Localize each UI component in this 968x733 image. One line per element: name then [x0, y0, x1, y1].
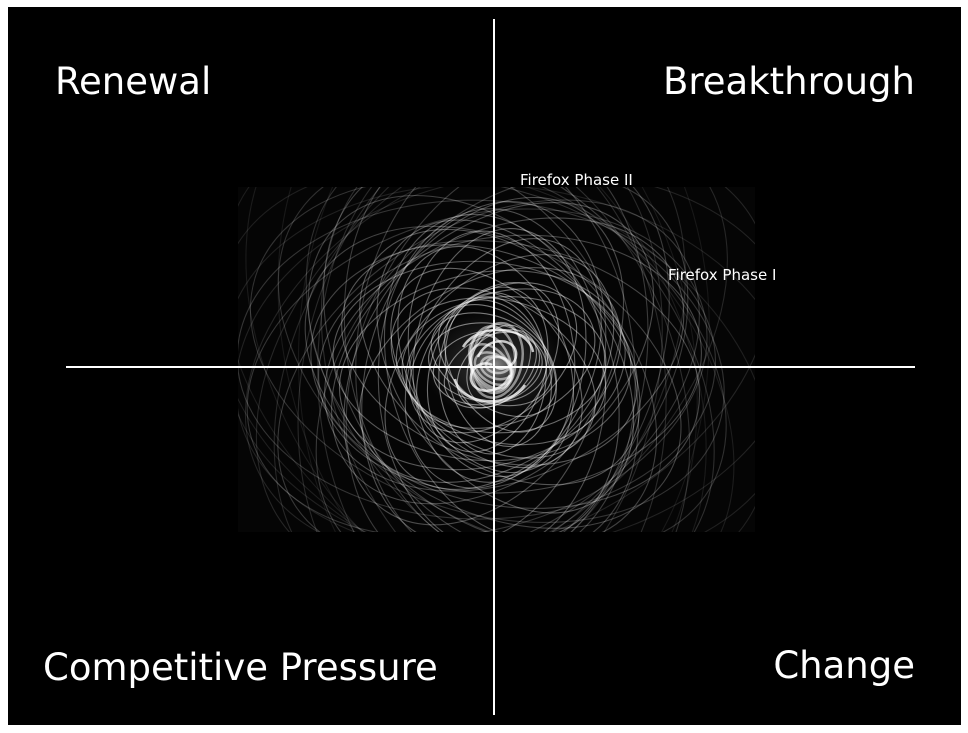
swirl-ring: [307, 194, 658, 532]
swirl-ring: [343, 187, 636, 532]
swirl-ring: [305, 187, 715, 532]
quadrant-label-change: Change: [773, 644, 915, 687]
slide-canvas: Renewal Breakthrough Competitive Pressur…: [8, 7, 961, 725]
swirl-ring: [355, 187, 649, 532]
swirl-ring: [277, 199, 700, 532]
annotation-firefox-phase-2: Firefox Phase II: [520, 171, 633, 189]
swirl-ring: [383, 213, 620, 532]
swirl-ring: [384, 254, 615, 490]
swirl-ring: [238, 187, 735, 532]
swirl-ring: [310, 240, 701, 509]
swirl-ring: [390, 267, 583, 469]
quadrant-diagram: [66, 19, 915, 715]
swirl-ring: [376, 219, 635, 514]
swirl-ring: [331, 202, 655, 505]
swirl-ring: [246, 208, 708, 532]
swirl-ring: [404, 238, 602, 489]
swirl-ring: [341, 244, 638, 466]
swirl-ring: [238, 187, 755, 532]
swirl-ring: [401, 296, 607, 434]
swirl-ring: [304, 225, 682, 529]
quadrant-label-competitive-pressure: Competitive Pressure: [43, 646, 438, 689]
swirl-ring: [323, 187, 639, 532]
swirl-ring: [238, 187, 755, 532]
swirl-ring: [273, 187, 686, 532]
swirl-ring: [318, 234, 702, 494]
swirl-ring: [297, 187, 710, 532]
swirl-ring: [377, 208, 607, 532]
swirl-ring: [238, 199, 717, 520]
swirl-ring: [397, 245, 575, 474]
swirl-ring: [317, 187, 667, 532]
swirl-ring: [332, 260, 632, 462]
swirl-ring: [297, 187, 663, 532]
swirl-ring: [338, 269, 626, 471]
annotation-firefox-phase-1: Firefox Phase I: [668, 266, 777, 284]
swirl-ring: [359, 267, 622, 483]
swirl-ring: [255, 187, 728, 532]
swirl-ring: [315, 187, 689, 532]
swirl-ring: [320, 187, 691, 532]
swirl-ring: [343, 196, 625, 526]
swirl-ring: [407, 230, 576, 478]
swirl-ring: [359, 228, 641, 486]
swirl-ring: [277, 187, 727, 532]
quadrant-label-renewal: Renewal: [55, 60, 212, 103]
swirl-ring: [395, 297, 607, 446]
swirl-ring: [244, 187, 755, 532]
swirl-ring: [405, 288, 596, 429]
swirl-ring: [412, 228, 587, 483]
swirl-ring: [361, 201, 607, 532]
swirl-ring: [245, 187, 707, 532]
swirl-ring: [277, 187, 698, 532]
swirl-ring: [324, 217, 685, 492]
swirl-ring: [390, 287, 596, 459]
swirl-ring: [345, 187, 670, 532]
swirl-ring: [249, 187, 725, 523]
quadrant-label-breakthrough: Breakthrough: [662, 60, 915, 103]
